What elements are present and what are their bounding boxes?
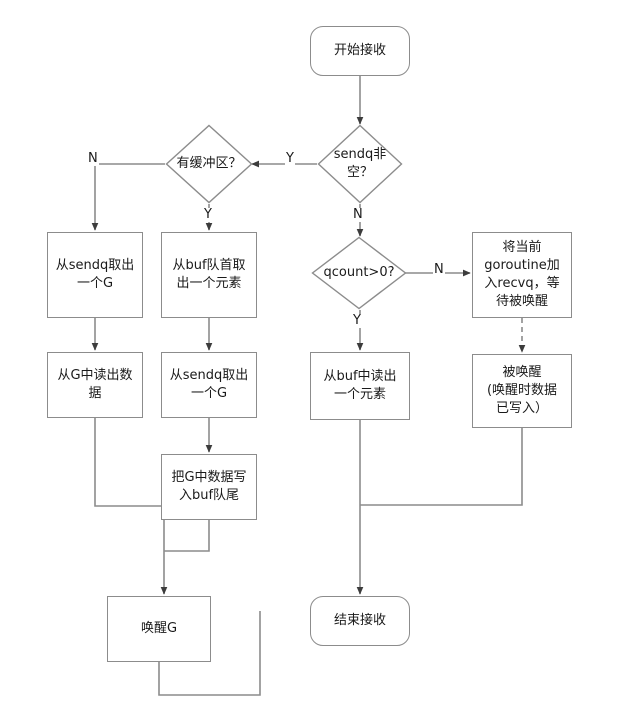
edge-readg-to-wakeg <box>94 418 168 595</box>
edge-hasbuffer-no-to-popsendq <box>91 163 165 231</box>
node-pop-buf-head[interactable]: 从buf队首取 出一个元素 <box>161 232 257 318</box>
edge-label-sendq-yes: Y <box>285 151 295 166</box>
node-read-from-g[interactable]: 从G中读出数 据 <box>47 352 143 418</box>
node-start[interactable]: 开始接收 <box>310 26 410 76</box>
node-wake-g[interactable]: 唤醒G <box>107 596 211 662</box>
node-read-from-buf[interactable]: 从buf中读出 一个元素 <box>310 352 410 420</box>
node-qcount-gt-zero[interactable]: qcount>0? <box>311 236 407 310</box>
diamond-shape <box>317 124 403 204</box>
edge-label-qcount-yes: Y <box>352 313 362 328</box>
edge-writebuf-to-wakeg <box>164 520 210 552</box>
edge-label-hasbuffer-no: N <box>87 151 99 166</box>
node-end[interactable]: 结束接收 <box>310 596 410 646</box>
diamond-shape <box>165 124 253 204</box>
edge-label-hasbuffer-yes: Y <box>203 207 213 222</box>
node-has-buffer[interactable]: 有缓冲区？ <box>165 124 253 204</box>
node-sendq-not-empty[interactable]: sendq非 空？ <box>317 124 403 204</box>
node-park-goroutine[interactable]: 将当前 goroutine加 入recvq，等 待被唤醒 <box>472 232 572 318</box>
edge-label-qcount-no: N <box>433 262 445 277</box>
node-write-g-to-buf[interactable]: 把G中数据写 入buf队尾 <box>161 454 257 520</box>
diamond-shape <box>311 236 407 310</box>
node-pop-sendq-left[interactable]: 从sendq取出 一个G <box>47 232 143 318</box>
edge-label-sendq-no: N <box>352 207 364 222</box>
edge-woken-to-end <box>360 428 523 506</box>
edge-wakeg-to-end <box>158 611 261 696</box>
node-woken-up[interactable]: 被唤醒 (唤醒时数据 已写入） <box>472 354 572 428</box>
node-pop-sendq-mid[interactable]: 从sendq取出 一个G <box>161 352 257 418</box>
